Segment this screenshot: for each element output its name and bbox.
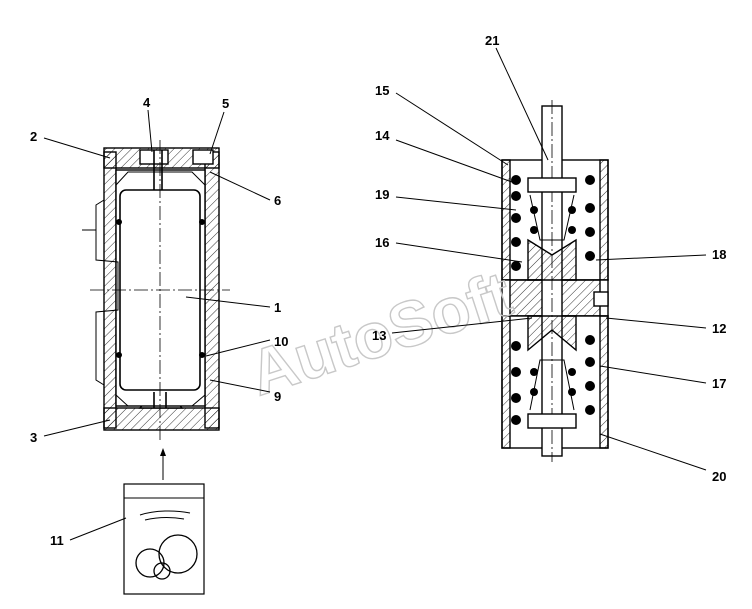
callout-2: 2 [30,129,37,144]
callout-21: 21 [485,33,499,48]
callout-9: 9 [274,389,281,404]
callout-3: 3 [30,430,37,445]
callout-labels: 4 5 2 6 1 10 9 3 11 21 15 14 19 16 13 18… [30,33,726,548]
callout-13: 13 [372,328,386,343]
callout-15: 15 [375,83,389,98]
spring-coils [511,175,595,425]
callout-10: 10 [274,334,288,349]
callout-1: 1 [274,300,281,315]
callout-14: 14 [375,128,390,143]
callout-11: 11 [50,533,64,548]
callout-17: 17 [712,376,726,391]
callout-12: 12 [712,321,726,336]
callout-19: 19 [375,187,389,202]
callout-6: 6 [274,193,281,208]
callout-20: 20 [712,469,726,484]
left-cylinder-assembly [82,140,230,440]
leader-lines [43,47,707,541]
callout-4: 4 [143,95,151,110]
callout-5: 5 [222,96,229,111]
callout-16: 16 [375,235,389,250]
callout-18: 18 [712,247,726,262]
seal-kit-bag [123,483,205,595]
kit-arrow [160,448,166,480]
